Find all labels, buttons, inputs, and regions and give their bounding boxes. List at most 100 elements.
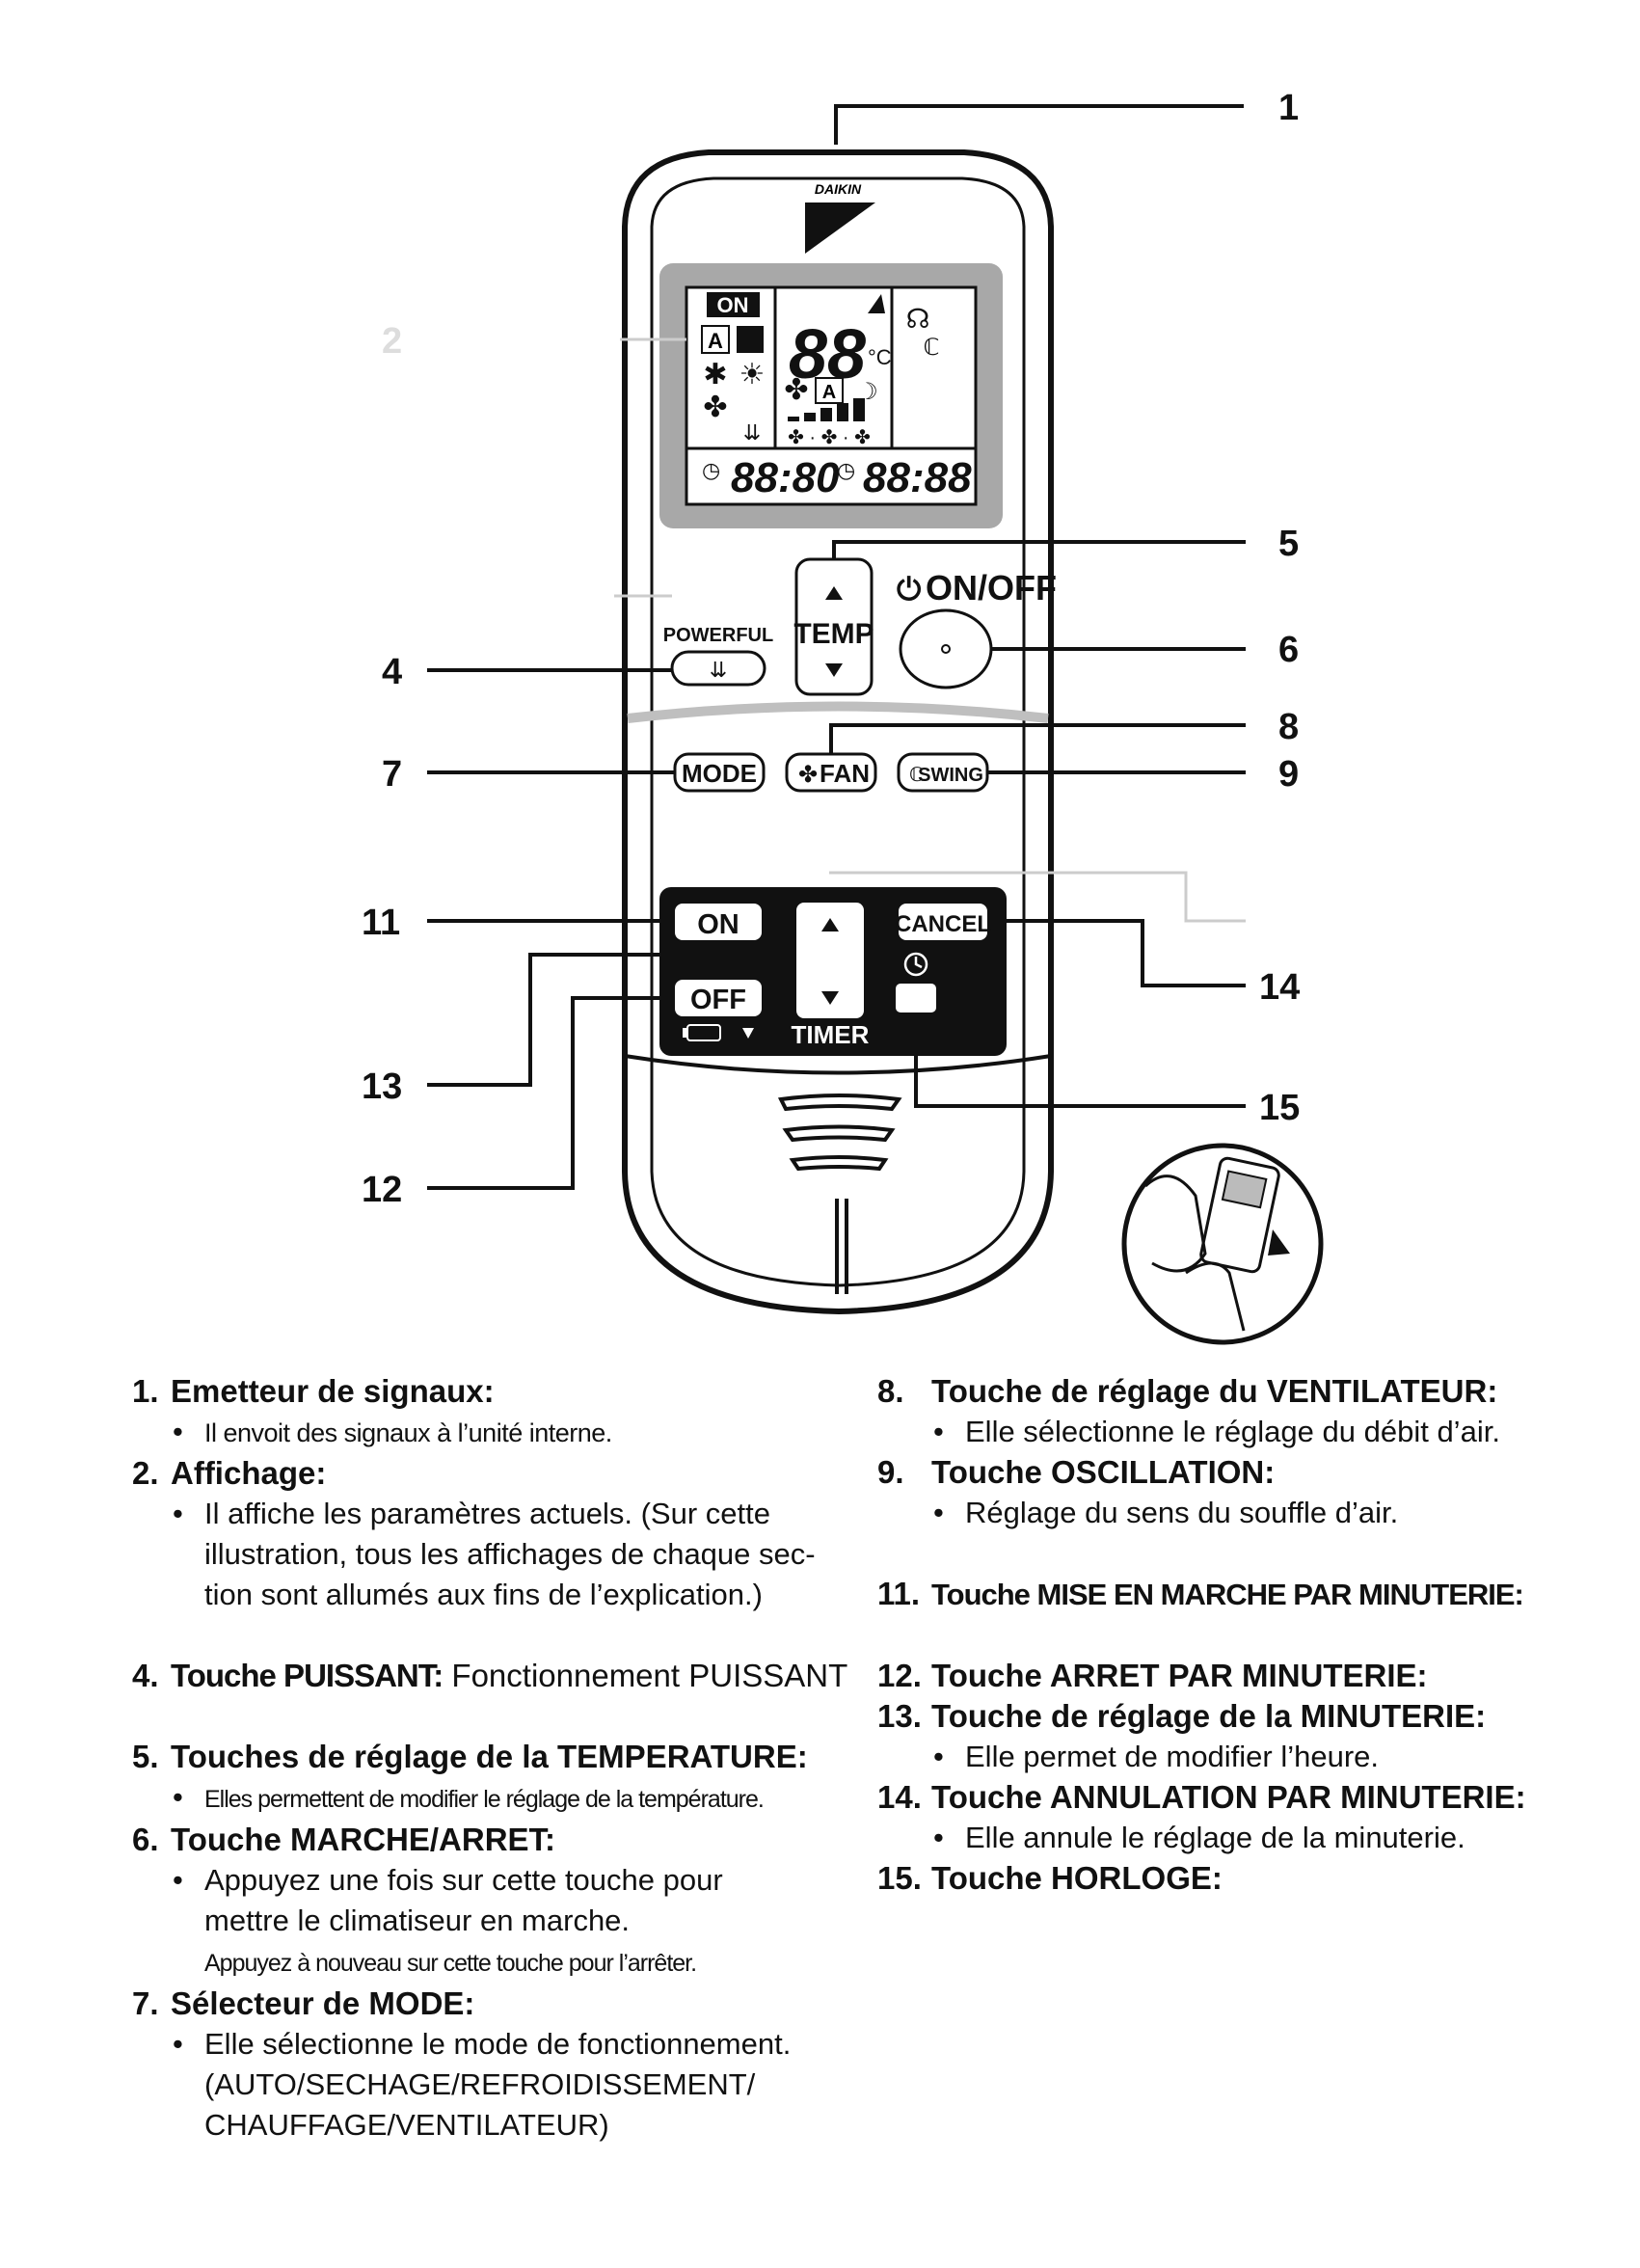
leader-lines: [427, 104, 1246, 1190]
desc-item-15: 15.Touche HORLOGE:: [877, 1860, 1223, 1896]
battery-down-arrow-icon: [742, 1028, 754, 1039]
onoff-label: ON/OFF: [926, 568, 1057, 608]
lcd-clock-off-icon: ◷: [837, 458, 855, 482]
desc-item-2: 2.Affichage:: [132, 1455, 327, 1491]
lcd-swing-icon: ☊: [906, 304, 930, 334]
desc-item-7-line3: CHAUFFAGE/VENTILATEUR): [204, 2108, 609, 2142]
desc-item-13: 13.Touche de réglage de la MINUTERIE:: [877, 1698, 1487, 1734]
remote-control-diagram: DAIKIN ON A ✱ ☀ ✤ ⇊ 88 °C ✤ A ☽ ✤ · ✤ · …: [362, 88, 1324, 1345]
lcd-cool-mode-icon: ✱: [703, 359, 727, 391]
desc-item-14: 14.Touche ANNULATION PAR MINUTERIE:: [877, 1779, 1526, 1815]
desc-item-6: 6.Touche MARCHE/ARRET:: [132, 1822, 556, 1857]
desc-item-11: 11.Touche MISE EN MARCHE PAR MINUTERIE:: [877, 1576, 1524, 1611]
desc-item-7: 7.Sélecteur de MODE:: [132, 1985, 475, 2021]
swing-icon: ℂ: [909, 765, 923, 786]
desc-item-1: 1.Emetteur de signaux:: [132, 1373, 495, 1409]
temp-label: TEMP: [793, 618, 874, 650]
onoff-button[interactable]: ⏻ ON/OFF: [897, 568, 1057, 689]
brand-label: DAIKIN: [815, 181, 862, 197]
callout-4: 4: [382, 652, 402, 692]
power-icon: ⏻: [897, 572, 922, 607]
callout-1: 1: [1278, 88, 1299, 128]
timer-label: TIMER: [792, 1020, 870, 1049]
desc-item-1-bullet: Il envoit des signaux à l’unité interne.: [171, 1412, 836, 1453]
callout-11: 11: [362, 903, 400, 943]
lcd-swing-sub-icon: ℂ: [924, 335, 940, 361]
desc-item-2-line2: illustration, tous les affichages de cha…: [204, 1537, 816, 1571]
mode-label: MODE: [682, 759, 757, 788]
callout-9: 9: [1278, 754, 1299, 795]
callout-15: 15: [1259, 1088, 1300, 1128]
timer-off-label: OFF: [690, 985, 746, 1015]
desc-item-5-bullet: Elles permettent de modifier le réglage …: [171, 1777, 836, 1820]
fan-icon: ✤: [798, 762, 818, 788]
lcd-on-text: ON: [717, 293, 749, 317]
desc-item-6-line3: Appuyez à nouveau sur cette touche pour …: [204, 1950, 697, 1977]
lcd-timer-off-digits: 88:88: [863, 454, 972, 501]
battery-icon: [683, 1024, 721, 1041]
description-column-left: 1.Emetteur de signaux: Il envoit des sig…: [132, 1371, 848, 2146]
timer-on-button[interactable]: ON: [675, 904, 762, 940]
cancel-button[interactable]: CANCEL: [895, 904, 991, 940]
leader-ghost-lines: [614, 338, 1246, 923]
lcd-temp-unit: °C: [868, 345, 892, 369]
swing-label: SWING: [918, 765, 983, 786]
temp-button[interactable]: TEMP: [793, 557, 874, 696]
timer-off-button[interactable]: OFF: [675, 980, 762, 1016]
desc-item-7-bullet: Elle sélectionne le mode de fonctionneme…: [171, 2024, 836, 2065]
lcd-fan-dots-icon: ✤ · ✤ · ✤: [788, 427, 871, 448]
swing-button[interactable]: ℂ SWING: [897, 752, 989, 793]
callout-7: 7: [382, 754, 402, 795]
powerful-label: POWERFUL: [663, 625, 773, 646]
clock-button[interactable]: [896, 984, 936, 1012]
callout-14: 14: [1259, 967, 1300, 1008]
timer-set-button[interactable]: [796, 903, 864, 1018]
desc-item-12: 12.Touche ARRET PAR MINUTERIE:: [877, 1658, 1428, 1693]
lcd-fan-mode-icon: ✤: [703, 392, 727, 423]
lcd-auto-mode-icon: A: [708, 329, 723, 353]
desc-item-5: 5.Touches de réglage de la TEMPERATURE:: [132, 1739, 808, 1774]
clock-icon: [903, 952, 928, 977]
lcd-display: ON A ✱ ☀ ✤ ⇊ 88 °C ✤ A ☽ ✤ · ✤ · ✤ ☊ ℂ 8…: [659, 263, 1003, 528]
callout-2: 2: [382, 321, 402, 362]
lcd-clock-on-icon: ◷: [702, 458, 720, 482]
callout-5: 5: [1278, 524, 1299, 564]
temp-up-arrow-icon: [825, 586, 843, 600]
cancel-label: CANCEL: [895, 911, 991, 937]
callout-12: 12: [362, 1170, 402, 1210]
remote-body: [622, 149, 1054, 1315]
lcd-on-indicator: [707, 292, 760, 317]
lcd-fan-icon: ✤: [784, 374, 808, 406]
desc-item-13-bullet: Elle permet de modifier l’heure.: [931, 1737, 1591, 1777]
callout-13: 13: [362, 1066, 402, 1107]
daikin-logo-icon: [805, 202, 875, 254]
battery-insert-illustration: [1121, 1143, 1324, 1345]
desc-item-9-bullet: Réglage du sens du souffle d’air.: [931, 1493, 1591, 1533]
lcd-temp-digits: 88: [789, 316, 866, 393]
timer-down-arrow-icon: [821, 991, 839, 1005]
temp-down-arrow-icon: [825, 663, 843, 677]
desc-item-14-bullet: Elle annule le réglage de la minuterie.: [931, 1818, 1591, 1858]
desc-item-2-bullet: Il affiche les paramètres actuels. (Sur …: [171, 1494, 836, 1534]
desc-item-6-bullet: Appuyez une fois sur cette touche pour: [171, 1860, 836, 1901]
powerful-button[interactable]: POWERFUL ⇊: [663, 625, 773, 687]
desc-item-2-line3: tion sont allumés aux fins de l’explicat…: [204, 1578, 763, 1611]
description-column-right: 8.Touche de réglage du VENTILATEUR: Elle…: [877, 1371, 1591, 1899]
mode-button[interactable]: MODE: [673, 752, 766, 793]
lcd-fan-speed-bars: [788, 398, 865, 421]
fan-button[interactable]: ✤ FAN: [785, 752, 877, 793]
callout-6: 6: [1278, 630, 1299, 670]
timer-panel: ON OFF TIMER CANCEL: [659, 887, 1007, 1056]
desc-item-7-line2: (AUTO/SECHAGE/REFROIDISSEMENT/: [204, 2067, 756, 2101]
lcd-timer-on-digits: 88:80: [731, 454, 840, 501]
desc-item-6-line2: mettre le climatiseur en marche.: [204, 1904, 631, 1937]
lcd-fan-auto-icon: A: [822, 382, 836, 403]
lcd-dry-mode-icon: [737, 326, 764, 353]
lcd-heat-mode-icon: ☀: [739, 359, 766, 391]
lcd-powerful-icon: ⇊: [743, 420, 761, 445]
lcd-signal-triangle-icon: [868, 294, 885, 313]
timer-on-label: ON: [697, 909, 739, 940]
signal-transmitter-icon: [777, 1094, 902, 1172]
desc-item-9: 9.Touche OSCILLATION:: [877, 1454, 1276, 1490]
desc-item-4: 4.Touche PUISSANT: Fonctionnement PUISSA…: [132, 1658, 848, 1693]
